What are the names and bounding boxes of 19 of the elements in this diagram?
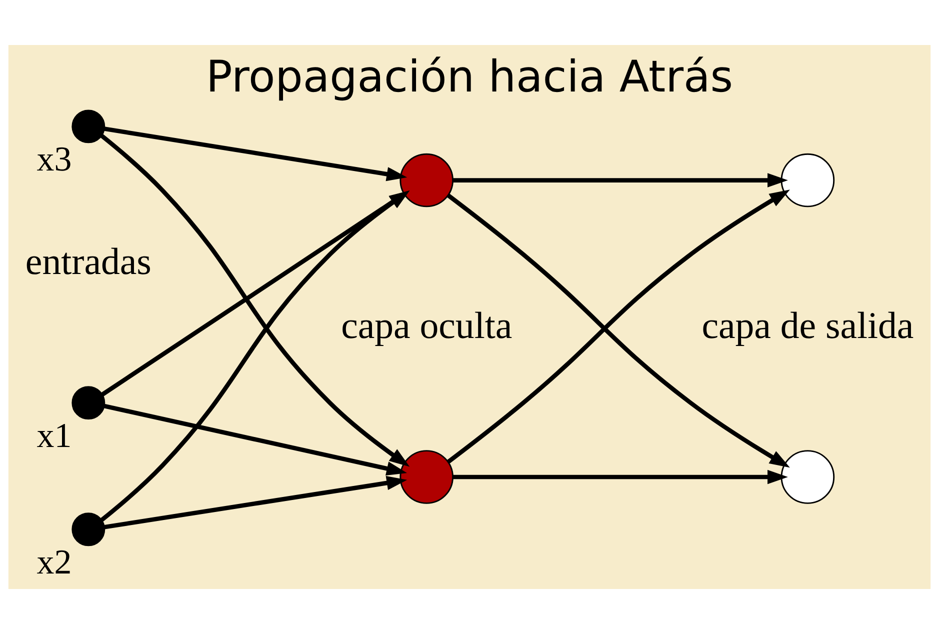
node-label: x3	[36, 138, 72, 178]
node-label: x1	[36, 415, 72, 454]
arrow	[104, 403, 407, 476]
label: capa oculta	[341, 304, 512, 346]
node-circle	[780, 152, 835, 207]
node-label: x2	[36, 542, 72, 581]
label: entradas	[25, 240, 152, 282]
node-circle	[72, 386, 106, 420]
arrow	[452, 469, 788, 484]
arrow	[104, 475, 408, 529]
arrow	[104, 126, 408, 181]
node-circle	[400, 152, 454, 207]
label: capa de salida	[702, 304, 914, 346]
node-circle	[780, 450, 835, 504]
diagram-title: Propagación hacia Atrás	[206, 52, 734, 102]
node-circle	[400, 450, 454, 504]
node-circle	[72, 512, 106, 546]
arrow	[452, 172, 788, 187]
node-circle	[72, 109, 106, 143]
